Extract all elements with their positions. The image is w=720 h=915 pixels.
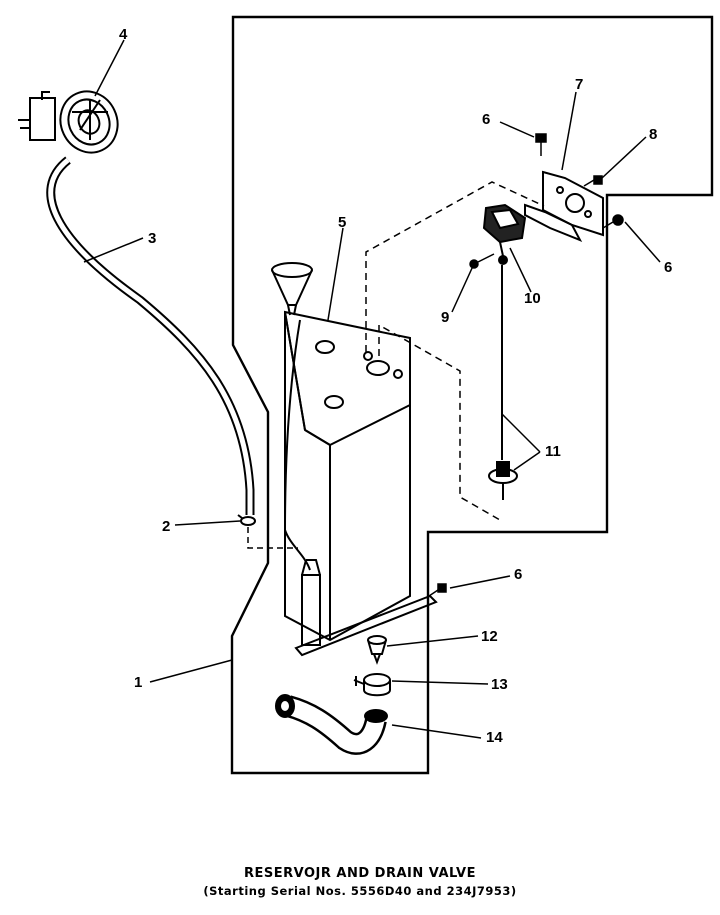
callout-7: 7 (575, 76, 583, 93)
callout-1: 1 (134, 674, 142, 691)
reservoir-icon (271, 262, 438, 657)
callout-6-bottom: 6 (514, 566, 522, 583)
callout-3: 3 (148, 230, 156, 247)
callout-14: 14 (486, 729, 503, 746)
drain-fitting-icon (18, 90, 119, 154)
cabinet-outline (230, 15, 714, 775)
callout-6-right: 6 (664, 259, 672, 276)
diagram-caption-title: RESERVOJR AND DRAIN VALVE (244, 866, 476, 881)
drain-valve-rod-icon (488, 265, 518, 500)
callout-2: 2 (162, 518, 170, 535)
diagram-caption-subtitle: (Starting Serial Nos. 5556D40 and 234J79… (203, 884, 517, 898)
hose-clamp-icon (237, 514, 256, 526)
callout-13: 13 (491, 676, 508, 693)
callout-5: 5 (338, 214, 346, 231)
connector-dashed-line (247, 527, 298, 549)
callout-9: 9 (441, 309, 449, 326)
callout-10: 10 (524, 290, 541, 307)
tube-icon (46, 156, 255, 515)
mounting-bracket-icon (524, 170, 604, 242)
valve-bracket-icon (482, 203, 527, 265)
drain-plug-icon (367, 635, 387, 665)
assembly-dashed-lines (365, 181, 545, 521)
callout-11: 11 (545, 443, 561, 460)
screw-icon (535, 133, 547, 156)
clamp-icon (353, 673, 391, 697)
callout-8: 8 (649, 126, 657, 143)
callout-4: 4 (119, 26, 128, 43)
screw-icon (602, 214, 624, 229)
leader-lines (83, 39, 661, 739)
callout-6-top: 6 (482, 111, 490, 128)
callout-12: 12 (481, 628, 498, 645)
drain-hose-icon (275, 694, 388, 755)
screw-icon (583, 175, 603, 187)
screw-icon (469, 253, 495, 269)
screw-icon (425, 583, 447, 599)
